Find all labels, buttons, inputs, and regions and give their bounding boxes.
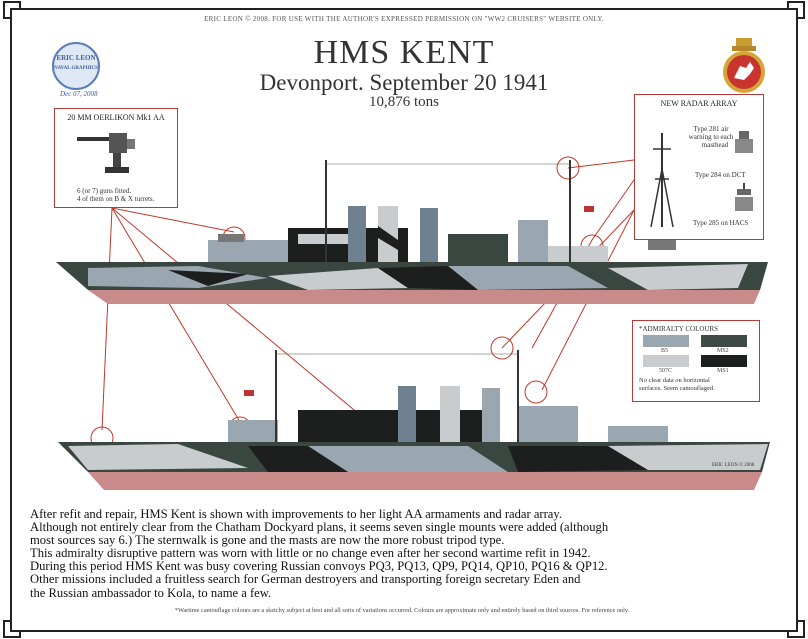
description-line: most sources say 6.) The sternwalk is go… xyxy=(30,533,505,548)
logo-line2: NAVAL GRAPHICS xyxy=(54,66,98,71)
dct-radar-icon xyxy=(735,131,753,153)
swatch-507c-label: 507C xyxy=(659,368,673,374)
colours-note-2: surfaces. Seem camouflaged. xyxy=(639,385,715,392)
oerlikon-note-1: 6 (or 7) guns fitted. xyxy=(77,187,132,195)
copyright-line: ERIC LEON © 2008. FOR USE WITH THE AUTHO… xyxy=(204,15,604,23)
colours-note-1: No clear data on horizontal xyxy=(639,377,710,384)
oerlikon-gun-icon xyxy=(77,133,135,173)
oerlikon-inset: 20 MM OERLIKON Mk1 AA 6 (or 7) guns fitt… xyxy=(54,108,178,208)
radar-type284: Type 284 on DCT xyxy=(695,171,746,179)
oerlikon-note-2: 4 of them on B & X turrets. xyxy=(77,195,155,203)
radar-type281-line1: Type 281 air xyxy=(693,125,729,133)
page-subtitle: Devonport. September 20 1941 xyxy=(259,70,549,95)
ship-profile-port xyxy=(58,350,770,490)
radar-inset-title: NEW RADAR ARRAY xyxy=(660,99,738,108)
description-text: After refit and repair, HMS Kent is show… xyxy=(30,507,780,600)
description-line: This admiralty disruptive pattern was wo… xyxy=(30,546,591,561)
description-line: After refit and repair, HMS Kent is show… xyxy=(30,507,563,521)
tripod-mast-icon xyxy=(650,133,674,228)
description-line: the Russian ambassador to Kola, to name … xyxy=(30,585,272,600)
radar-inset: NEW RADAR ARRAY Type 281 air warning to … xyxy=(634,94,764,240)
swatch-b5 xyxy=(643,335,689,347)
description-line: Although not entirely clear from the Cha… xyxy=(30,520,609,535)
swatch-ms2 xyxy=(701,335,747,347)
swatch-ms1 xyxy=(701,355,747,367)
ship-profile-starboard xyxy=(56,160,768,304)
description-line: Other missions included a fruitless sear… xyxy=(30,572,581,587)
radar-type281-line3: masthead xyxy=(701,141,729,149)
ship-credit: ERIC LEON © 2008 xyxy=(712,463,755,468)
swatch-507c xyxy=(643,355,689,367)
radar-type281-line2: warning to each xyxy=(688,133,734,141)
swatch-ms1-label: MS1 xyxy=(717,368,729,374)
footnote: *Wartime camouflage colours are a sketch… xyxy=(174,607,630,614)
page-title: HMS KENT xyxy=(313,34,495,71)
admiralty-colours-key: *ADMIRALTY COLOURS B5 MS2 507C MS1 No cl… xyxy=(632,320,760,402)
logo-date: Dec 07, 2008 xyxy=(60,90,98,98)
logo-line1: ERIC LEON xyxy=(56,54,96,62)
tonnage: 10,876 tons xyxy=(368,94,439,110)
author-logo: ERIC LEON NAVAL GRAPHICS xyxy=(52,42,100,90)
profile-sheet: ERIC LEON © 2008. FOR USE WITH THE AUTHO… xyxy=(10,8,798,632)
description-line: During this period HMS Kent was busy cov… xyxy=(30,559,608,574)
ship-badge-crest xyxy=(723,38,765,93)
radar-type285: Type 285 on HACS xyxy=(693,219,749,227)
hacs-radar-icon xyxy=(735,183,753,211)
oerlikon-inset-title: 20 MM OERLIKON Mk1 AA xyxy=(67,113,165,122)
swatch-b5-label: B5 xyxy=(661,348,669,354)
swatch-ms2-label: MS2 xyxy=(717,348,729,354)
colours-title: *ADMIRALTY COLOURS xyxy=(639,325,719,333)
